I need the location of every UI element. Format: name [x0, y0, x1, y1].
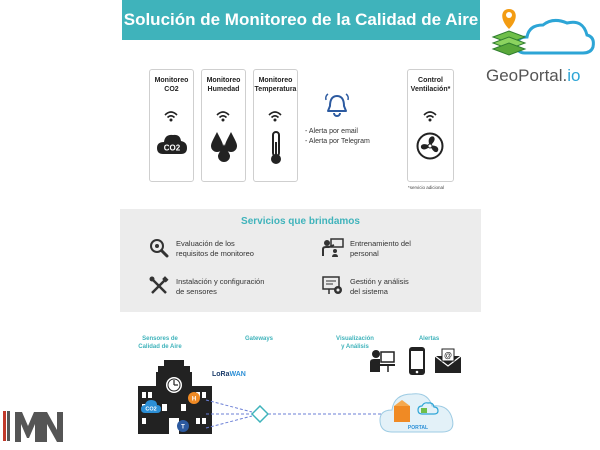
label-visualization: Visualización y Análisis	[325, 335, 385, 351]
sensor-title-line1: Monitoreo	[154, 77, 189, 84]
humidity-sensor-badge: H	[188, 392, 200, 404]
co2-sensor-badge: CO2	[141, 400, 161, 413]
page-title-banner: Solución de Monitoreo de la Calidad de A…	[122, 0, 480, 40]
geoportal-logo-text: GeoPortal.io	[486, 66, 581, 86]
service-line2: personal	[350, 249, 379, 258]
co2-cloud-icon: CO2	[157, 134, 187, 154]
sensor-card-title: Monitoreo CO2	[150, 76, 193, 94]
sensor-title-line1: Monitoreo	[206, 77, 241, 84]
temperature-sensor-badge: T	[177, 420, 189, 432]
service-item-training: Entrenamiento del personal	[350, 239, 411, 259]
lora-wan-text: WAN	[229, 371, 246, 378]
ventilation-title-line2: Ventilación*	[410, 86, 451, 93]
gateway-icon	[251, 405, 269, 423]
system-management-icon	[322, 276, 342, 294]
sensor-card-title: Monitoreo Humedad	[202, 76, 245, 94]
co2-sensor-badge-text: CO2	[145, 407, 156, 413]
service-line1: Gestión y análisis	[350, 277, 409, 286]
wireless-signal-icon	[216, 111, 230, 122]
ventilation-title-line1: Control	[418, 77, 443, 84]
sensor-title-line2: CO2	[164, 86, 179, 93]
vertical-brand-mark	[3, 411, 10, 441]
service-line2: del sistema	[350, 287, 388, 296]
logo-name-main: GeoPortal.	[486, 66, 568, 85]
service-line1: Evaluación de los	[176, 239, 235, 248]
label-viz-line1: Visualización	[336, 336, 374, 342]
sensor-to-gateway-line	[205, 399, 253, 413]
service-line1: Entrenamiento del	[350, 239, 411, 248]
portal-cloud-icon	[379, 393, 454, 433]
label-alerts: Alertas	[418, 336, 440, 342]
alert-list: - Alerta por email - Alerta por Telegram	[305, 127, 370, 147]
ventilation-card-title: Control Ventilación*	[408, 76, 453, 94]
service-line2: requisitos de monitoreo	[176, 249, 254, 258]
person-at-computer-icon	[370, 350, 395, 372]
sensor-card-co2: Monitoreo CO2 CO2	[149, 69, 194, 182]
service-line1: Instalación y configuración	[176, 277, 265, 286]
service-line2: de sensores	[176, 287, 217, 296]
sensor-title-line1: Monitoreo	[258, 77, 293, 84]
ventilation-card: Control Ventilación*	[407, 69, 454, 182]
co2-badge-text: CO2	[164, 144, 181, 153]
service-item-management: Gestión y análisis del sistema	[350, 277, 409, 297]
mn-brand-logo	[15, 412, 63, 442]
magnifier-icon	[150, 239, 169, 258]
page-title: Solución de Monitoreo de la Calidad de A…	[123, 10, 479, 29]
alert-telegram-text: - Alerta por Telegram	[305, 138, 370, 145]
sensor-card-title: Monitoreo Temperatura	[254, 76, 297, 94]
sensor-card-humidity: Monitoreo Humedad	[201, 69, 246, 182]
temperature-sensor-badge-text: T	[181, 425, 185, 431]
service-item-installation: Instalación y configuración de sensores	[176, 277, 264, 297]
bell-icon	[325, 93, 349, 117]
humidity-sensor-badge-text: H	[192, 397, 196, 403]
label-sensors: Sensores de Calidad de Aire	[130, 335, 190, 351]
service-item-evaluation: Evaluación de los requisitos de monitore…	[176, 239, 254, 259]
services-panel	[120, 209, 481, 312]
tools-icon	[149, 276, 169, 294]
label-sensors-line2: Calidad de Aire	[138, 344, 182, 350]
wireless-signal-icon	[164, 111, 178, 122]
logo-name-accent: io	[567, 66, 581, 85]
alert-email-text: - Alerta por email	[305, 128, 358, 135]
footnote: *servicio adicional	[408, 185, 445, 190]
svg-text:@: @	[444, 351, 452, 360]
connection-lines	[205, 399, 390, 429]
sensor-card-temperature: Monitoreo Temperatura	[253, 69, 298, 182]
email-envelope-icon: @	[434, 348, 462, 373]
fan-icon	[416, 132, 444, 160]
geoportal-logo-graphic	[491, 9, 595, 56]
label-gateways: Gateways	[244, 336, 274, 342]
geoportal-logo	[487, 5, 597, 63]
training-icon	[322, 238, 344, 257]
portal-label: PORTAL	[407, 425, 429, 431]
sensor-title-line2: Humedad	[207, 86, 240, 93]
label-sensors-line1: Sensores de	[142, 336, 178, 342]
water-drops-icon	[211, 132, 237, 162]
wireless-signal-icon	[423, 111, 437, 122]
smartphone-icon	[409, 347, 425, 375]
services-title: Servicios que brindamos	[241, 216, 360, 227]
lorawan-logo: LoRaWAN	[212, 371, 246, 378]
sensor-title-line2: Temperatura	[254, 86, 297, 93]
lora-main-text: LoRa	[212, 371, 230, 378]
thermometer-icon	[271, 131, 281, 164]
sensor-to-gateway-line	[205, 415, 253, 429]
label-viz-line2: y Análisis	[341, 344, 369, 350]
wireless-signal-icon	[268, 111, 282, 122]
